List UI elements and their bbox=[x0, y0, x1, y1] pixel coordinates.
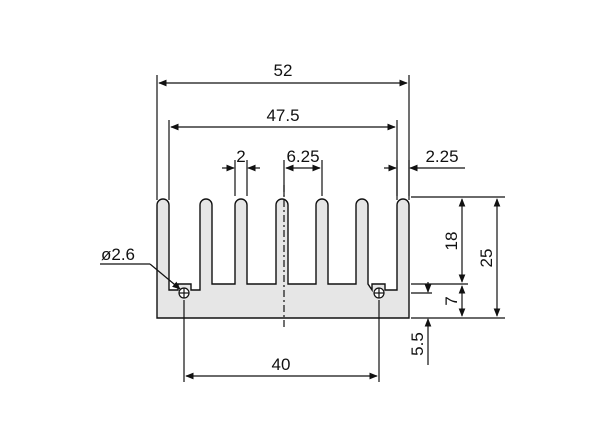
dim-fin-span-label: 47.5 bbox=[266, 106, 299, 125]
mounting-hole-right bbox=[373, 287, 385, 299]
dim-hole-height: 5.5 bbox=[408, 282, 432, 365]
dim-hole-diameter-label: ø2.6 bbox=[101, 245, 135, 264]
dim-total-height-label: 25 bbox=[477, 249, 496, 268]
mounting-hole-left bbox=[178, 287, 190, 299]
dim-edge-fin-thickness: 2.25 bbox=[384, 147, 465, 196]
dim-base-thickness-label: 7 bbox=[442, 296, 461, 305]
dim-hole-spacing-label: 40 bbox=[272, 355, 291, 374]
dim-hole-diameter: ø2.6 bbox=[100, 245, 181, 290]
dim-overall-width-label: 52 bbox=[274, 61, 293, 80]
dim-fin-thickness-label: 2 bbox=[236, 147, 245, 166]
dim-hole-height-label: 5.5 bbox=[408, 332, 427, 356]
heatsink-profile bbox=[156, 198, 410, 319]
dim-fin-span: 47.5 bbox=[168, 106, 398, 200]
dim-fin-pitch: 6.25 bbox=[283, 147, 323, 196]
dim-fin-height-label: 18 bbox=[442, 232, 461, 251]
dim-fin-pitch-label: 6.25 bbox=[286, 147, 319, 166]
dim-overall-width: 52 bbox=[156, 61, 410, 200]
dim-fin-thickness: 2 bbox=[222, 147, 260, 196]
dim-edge-fin-thickness-label: 2.25 bbox=[425, 147, 458, 166]
dim-fin-height: 18 bbox=[442, 198, 466, 283]
dim-base-thickness: 7 bbox=[442, 285, 466, 317]
dim-total-height: 25 bbox=[477, 198, 501, 317]
dim-hole-spacing: 40 bbox=[183, 300, 380, 382]
